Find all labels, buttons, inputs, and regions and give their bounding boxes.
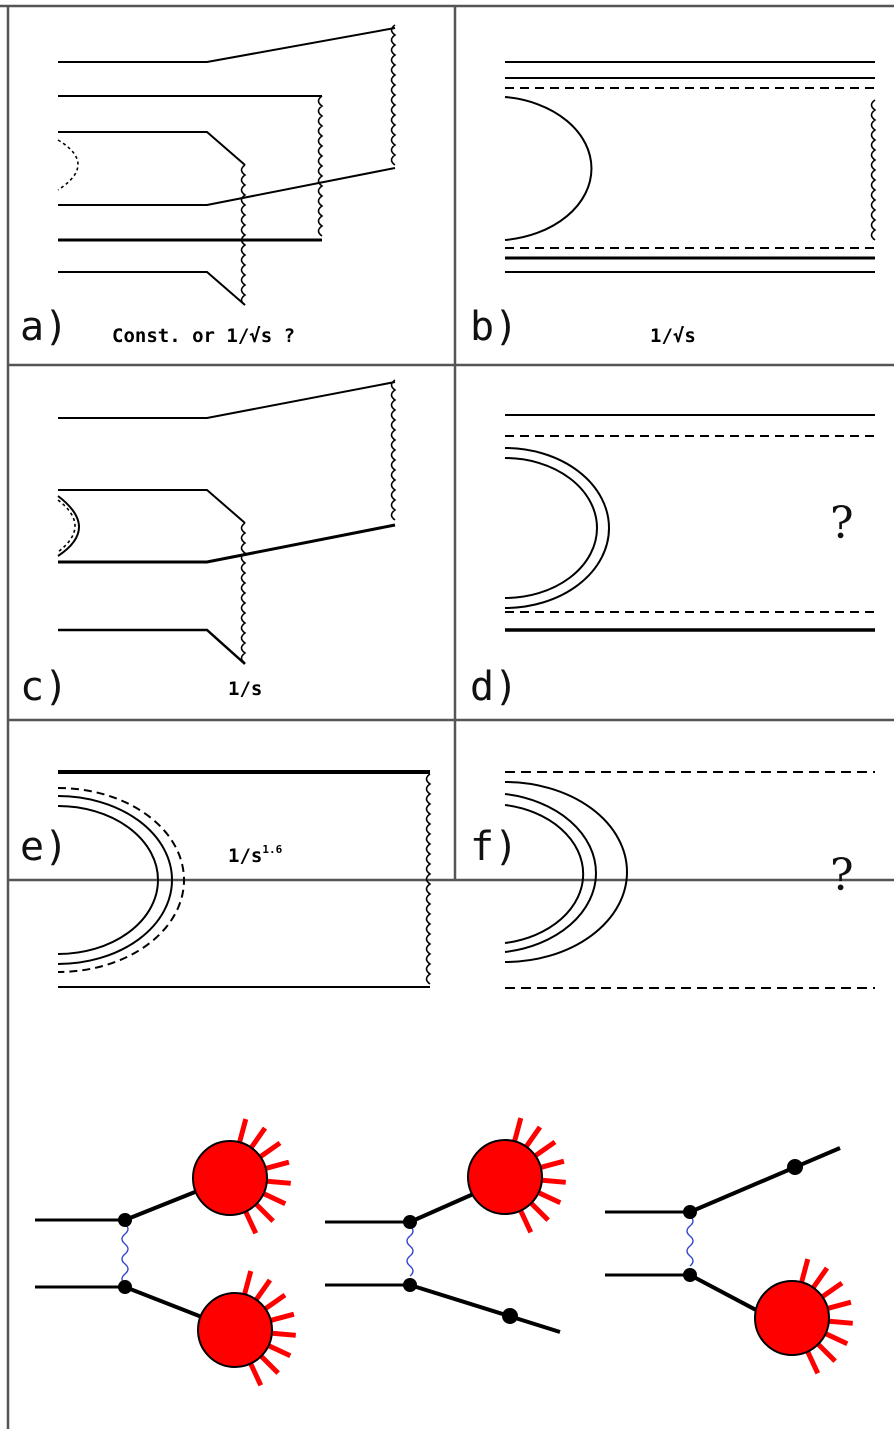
- dotted-arc: [57, 139, 79, 191]
- panel-b-caption: 1/√s: [650, 325, 696, 347]
- panel-f: [504, 771, 875, 989]
- panel-e-caption: 1/s1.6: [228, 843, 283, 867]
- exchange-wavy-line: [406, 1225, 414, 1277]
- panel-d-letter: d): [470, 664, 518, 710]
- string-arc: [504, 793, 597, 953]
- exchange-diagram-3: [605, 1146, 853, 1375]
- panel-d-question-mark: ?: [830, 498, 854, 549]
- jet-circle: [754, 1280, 830, 1356]
- jet-blob: [197, 1270, 296, 1387]
- bottom-panel: [35, 1117, 853, 1387]
- panel-d: [504, 414, 875, 632]
- quark-line: [409, 1283, 561, 1334]
- quark-line: [58, 523, 396, 564]
- quark-line: [689, 1146, 841, 1214]
- gluon-wavy-line: [870, 99, 877, 241]
- panel-c-caption: 1/s: [228, 678, 262, 700]
- jet-circle: [192, 1140, 268, 1216]
- jet-circle: [467, 1139, 543, 1215]
- exchange-wavy-line: [686, 1215, 694, 1267]
- panel-a-caption: Const. or 1/√s ?: [112, 325, 295, 347]
- quark-line: [58, 271, 246, 306]
- panel-e: [57, 770, 432, 988]
- dashed-arc: [57, 787, 185, 973]
- vertex-dot: [683, 1205, 697, 1219]
- exchange-diagram-2: [325, 1117, 566, 1334]
- exchange-wavy-line: [121, 1223, 129, 1285]
- gluon-coil: [240, 164, 247, 306]
- vertex-dot: [118, 1280, 132, 1294]
- panel-e-letter: e): [20, 824, 68, 870]
- quark-line: [58, 167, 396, 206]
- panel-b: [504, 61, 877, 273]
- jet-circle: [197, 1292, 273, 1368]
- quark-line: [58, 131, 246, 166]
- gluon-coil: [240, 522, 247, 664]
- gluon-coil: [425, 773, 432, 985]
- gluon-wavy-line: [240, 522, 247, 664]
- gluon-coil: [390, 24, 397, 166]
- quark-line: [58, 628, 246, 665]
- vertex-dot: [403, 1278, 417, 1292]
- jet-blob: [192, 1118, 291, 1235]
- hadron-dot: [502, 1308, 518, 1324]
- string-arc: [504, 804, 585, 944]
- panel-grid: [0, 4, 894, 1429]
- jet-blob: [754, 1258, 853, 1375]
- string-arc: [504, 781, 628, 963]
- panel-c: [57, 379, 397, 665]
- gluon-wavy-line: [390, 24, 397, 166]
- vertex-dot: [683, 1268, 697, 1282]
- gluon-coil: [317, 95, 324, 237]
- vertex-dot: [118, 1213, 132, 1227]
- panel-e-caption-base: 1/s: [228, 845, 262, 867]
- string-arc: [57, 795, 173, 965]
- string-arc: [57, 495, 80, 557]
- gluon-wavy-line: [240, 164, 247, 306]
- gluon-wavy-line: [425, 773, 432, 985]
- panel-b-letter: b): [470, 304, 518, 350]
- gluon-coil: [390, 379, 397, 521]
- gluon-wavy-line: [317, 95, 324, 237]
- string-arc: [504, 447, 610, 609]
- panel-c-letter: c): [20, 664, 68, 710]
- exchange-diagram-1: [35, 1118, 296, 1387]
- hadron-dot: [787, 1159, 803, 1175]
- panel-e-caption-exponent: 1.6: [262, 843, 282, 856]
- string-arc: [504, 457, 598, 599]
- panel-f-letter: f): [470, 824, 518, 870]
- gluon-coil: [870, 99, 877, 241]
- panel-a-letter: a): [20, 304, 68, 350]
- quark-line: [58, 381, 396, 419]
- quark-line: [58, 489, 246, 524]
- jet-blob: [467, 1117, 566, 1234]
- vertex-dot: [403, 1215, 417, 1229]
- string-arc: [57, 805, 159, 955]
- dotted-arc: [57, 499, 76, 553]
- panel-a: [57, 24, 397, 306]
- panel-f-question-mark: ?: [830, 850, 854, 901]
- gluon-wavy-line: [390, 379, 397, 521]
- quark-line: [58, 27, 396, 63]
- string-arc: [504, 96, 593, 241]
